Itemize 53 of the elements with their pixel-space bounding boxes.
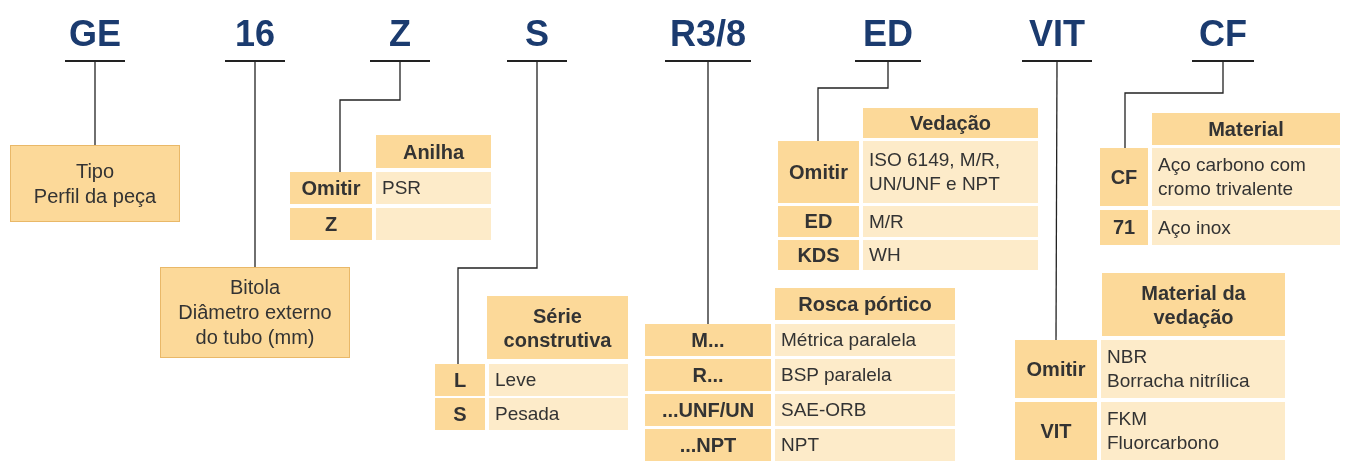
code-segment: R3/8 [665, 10, 751, 62]
code-cell: ...NPT [645, 429, 771, 461]
code-cell: KDS [778, 240, 859, 270]
leader-line [817, 61, 889, 142]
option-cell: Métrica paralela [775, 324, 955, 356]
code-cell: CF [1100, 148, 1148, 206]
option-cell: Aço inox [1152, 210, 1340, 245]
description-box: Tipo Perfil da peça [10, 145, 180, 222]
leader-line [1055, 61, 1058, 341]
table-heading: Rosca pórtico [775, 288, 955, 320]
option-cell: Leve [489, 364, 628, 396]
code-cell: Z [290, 208, 372, 240]
code-segment: GE [65, 10, 125, 62]
table-heading: Material da vedação [1102, 273, 1285, 336]
leader-line [94, 61, 96, 146]
option-cell: FKM Fluorcarbono [1101, 402, 1285, 460]
code-cell: R... [645, 359, 771, 391]
code-segment: S [507, 10, 567, 62]
table-heading: Série construtiva [487, 296, 628, 359]
description-box: Bitola Diâmetro externo do tubo (mm) [160, 267, 350, 358]
code-segment: ED [855, 10, 921, 62]
code-cell: Omitir [290, 172, 372, 204]
code-cell: ED [778, 206, 859, 237]
option-cell: PSR [376, 172, 491, 204]
code-cell: Omitir [778, 141, 859, 203]
code-segment: Z [370, 10, 430, 62]
leader-line [707, 61, 709, 325]
code-cell: ...UNF/UN [645, 394, 771, 426]
leader-line [254, 61, 256, 268]
code-segment: VIT [1022, 10, 1092, 62]
option-cell: Aço carbono com cromo trivalente [1152, 148, 1340, 206]
option-cell: SAE-ORB [775, 394, 955, 426]
code-cell: 71 [1100, 210, 1148, 245]
table-heading: Vedação [863, 108, 1038, 138]
option-cell: Pesada [489, 398, 628, 430]
table-heading: Material [1152, 113, 1340, 145]
code-segment: CF [1192, 10, 1254, 62]
table-heading: Anilha [376, 135, 491, 168]
option-cell: ISO 6149, M/R, UN/UNF e NPT [863, 141, 1038, 203]
code-cell: L [435, 364, 485, 396]
leader-line [339, 61, 401, 173]
code-cell: M... [645, 324, 771, 356]
code-cell: Omitir [1015, 340, 1097, 398]
code-cell: S [435, 398, 485, 430]
option-cell: NBR Borracha nitrílica [1101, 340, 1285, 398]
option-cell: WH [863, 240, 1038, 270]
leader-line [1124, 61, 1224, 149]
option-cell: BSP paralela [775, 359, 955, 391]
leader-line [457, 61, 538, 365]
option-cell: M/R [863, 206, 1038, 237]
option-cell: NPT [775, 429, 955, 461]
code-segment: 16 [225, 10, 285, 62]
code-cell: VIT [1015, 402, 1097, 460]
